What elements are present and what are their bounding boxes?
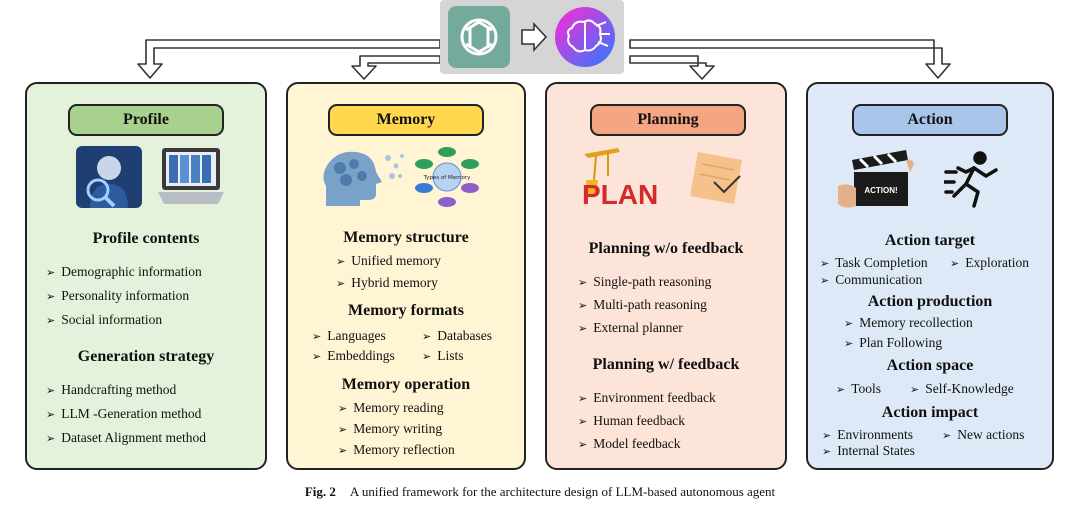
list-item: ➢External planner: [578, 320, 683, 335]
list-item: ➢Handcrafting method: [46, 382, 177, 397]
profile-files-icon: [158, 148, 224, 204]
list-item: ➢New actions: [942, 427, 1025, 442]
profile-panel: [25, 82, 267, 470]
list-item: ➢Hybrid memory: [336, 275, 438, 290]
list-item: ➢Memory reading: [338, 400, 444, 415]
list-item: ➢Model feedback: [578, 436, 681, 451]
list-item: ➢Databases: [422, 328, 492, 343]
list-item: ➢Personality information: [46, 288, 190, 303]
list-item: ➢Memory recollection: [844, 315, 973, 330]
figure-label: Fig. 2: [304, 484, 336, 499]
action-target-heading: Action target: [884, 232, 976, 249]
list-item: ➢Memory writing: [338, 421, 443, 436]
list-item: ➢Social information: [46, 312, 163, 327]
memory-formats-heading: Memory formats: [348, 302, 464, 319]
generation-strategy-heading: Generation strategy: [77, 348, 215, 365]
list-item: ➢Memory reflection: [338, 442, 455, 457]
list-item: ➢Self-Knowledge: [910, 381, 1014, 396]
list-item: ➢Environments: [822, 427, 913, 442]
llm-logo-icon: [448, 6, 510, 68]
action-production-heading: Action production: [867, 293, 993, 310]
list-item: ➢Languages: [312, 328, 386, 343]
figure-caption: Fig. 2 A unified framework for the archit…: [0, 484, 1080, 500]
action-space-heading: Action space: [886, 357, 974, 374]
planning-w-feedback-heading: Planning w/ feedback: [592, 356, 740, 373]
list-item: ➢Unified memory: [336, 253, 441, 268]
profile-title: Profile: [68, 104, 224, 136]
memory-operation-heading: Memory operation: [341, 376, 471, 393]
planning-wo-feedback-heading: Planning w/o feedback: [588, 240, 744, 257]
action-panel: [806, 82, 1054, 470]
memory-structure-heading: Memory structure: [343, 229, 469, 246]
list-item: ➢Plan Following: [844, 335, 943, 350]
list-item: ➢Task Completion: [820, 255, 928, 270]
list-item: ➢Lists: [422, 348, 464, 363]
planning-plan-icon: PLAN: [582, 148, 658, 208]
top-arrows: [137, 0, 951, 80]
list-item: ➢Multi-path reasoning: [578, 297, 707, 312]
memory-brain-icon: [323, 151, 404, 206]
memory-types-icon: Types of Memory: [415, 147, 479, 207]
profile-contents-heading: Profile contents: [92, 230, 200, 247]
action-title: Action: [852, 104, 1008, 136]
list-item: ➢Human feedback: [578, 413, 686, 428]
arrow-to-action: [629, 39, 951, 79]
memory-title: Memory: [328, 104, 484, 136]
clapperboard-icon: ACTION!: [838, 150, 914, 208]
figure-caption-text: A unified framework for the architecture…: [349, 484, 776, 499]
list-item: ➢Environment feedback: [578, 390, 716, 405]
memory-types-label: Types of Memory: [423, 175, 471, 181]
list-item: ➢Demographic information: [46, 264, 202, 279]
planning-panel: [545, 82, 787, 470]
action-impact-heading: Action impact: [881, 404, 979, 421]
clapperboard-label: ACTION!: [864, 186, 897, 195]
list-item: ➢Internal States: [822, 443, 915, 458]
list-item: ➢Tools: [836, 381, 882, 396]
list-item: ➢LLM -Generation method: [46, 406, 202, 421]
list-item: ➢Dataset Alignment method: [46, 430, 206, 445]
arrow-to-profile: [137, 39, 441, 79]
transform-arrow-icon: [521, 21, 548, 53]
memory-panel: [286, 82, 526, 470]
arrow-to-planning: [629, 55, 715, 80]
profile-analysis-icon: [76, 146, 142, 208]
arrow-to-memory: [351, 55, 441, 80]
list-item: ➢Embeddings: [312, 348, 395, 363]
running-person-icon: [944, 151, 998, 208]
list-item: ➢Single-path reasoning: [578, 274, 712, 289]
list-item: ➢Communication: [820, 272, 923, 287]
list-item: ➢Exploration: [950, 255, 1029, 270]
plan-word-label: PLAN: [582, 179, 658, 208]
planning-title: Planning: [590, 104, 746, 136]
planning-notes-icon: [690, 152, 742, 204]
